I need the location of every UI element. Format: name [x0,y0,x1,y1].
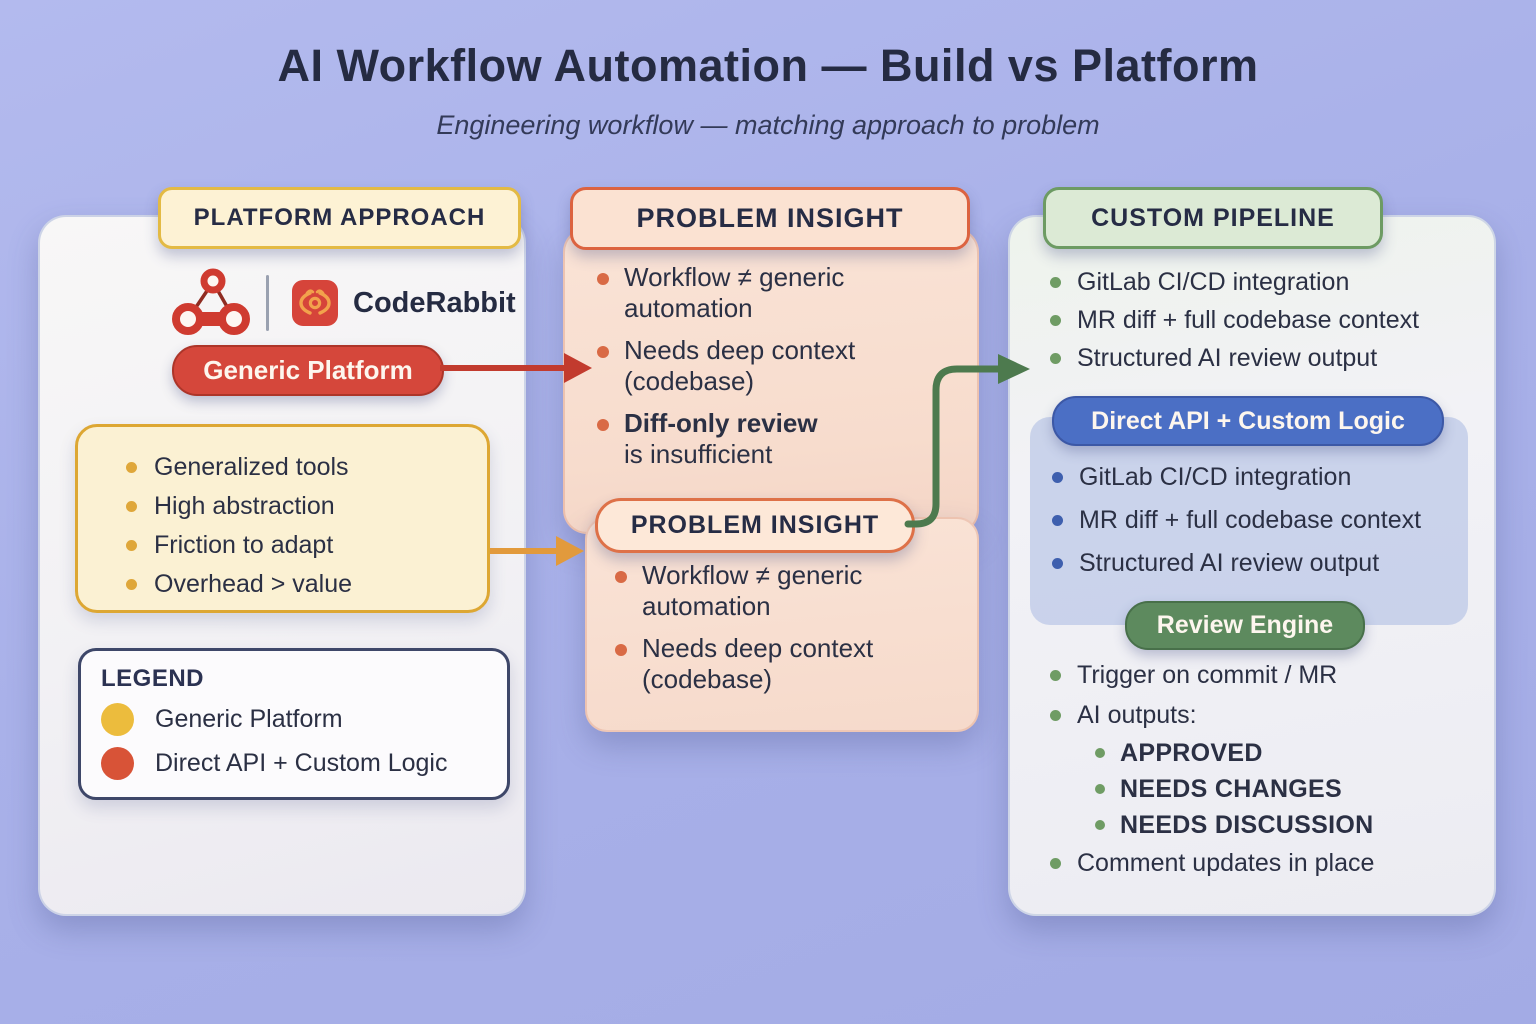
legend-swatch-red [101,747,134,780]
bullet-dot [597,419,609,431]
list-item: APPROVED [1095,735,1374,771]
legend-title: LEGEND [101,665,205,692]
list-item: Comment updates in place [1050,843,1374,883]
bullet-dot [126,462,137,473]
bullet-dot [1050,352,1061,364]
bullet-dot [1050,709,1061,721]
bullet-dot [1052,472,1063,483]
ai-outputs-sublist: APPROVED NEEDS CHANGES NEEDS DISCUSSION [1095,735,1374,843]
bullet-dot [1052,558,1063,569]
legend-item-generic-platform: Generic Platform [101,703,507,736]
list-item: GitLab CI/CD integration [1050,263,1419,301]
bullet-dot [126,540,137,551]
page-title: AI Workflow Automation — Build vs Platfo… [277,40,1259,91]
list-item: Structured AI review output [1050,339,1419,377]
platform-drawbacks-box: Generalized tools High abstraction Frict… [75,424,490,613]
list-item: Workflow ≠ generic automation [615,560,965,622]
list-item: Overhead > value [126,565,487,604]
coderabbit-icon [292,280,338,326]
bullet-dot [615,571,627,583]
direct-api-subpanel [1030,417,1468,625]
direct-api-list: GitLab CI/CD integration MR diff + full … [1052,456,1421,585]
bullet-dot [126,501,137,512]
bullet-dot [1050,669,1061,681]
review-engine-pill: Review Engine [1125,601,1365,650]
legend-box: LEGEND Generic Platform Direct API + Cus… [78,648,510,800]
bullet-dot [597,346,609,358]
bullet-dot [1050,857,1061,869]
list-item: Generalized tools [126,448,487,487]
generic-platform-pill: Generic Platform [172,345,444,396]
review-engine-list: Trigger on commit / MR AI outputs: APPRO… [1050,655,1374,883]
bullet-dot [1050,276,1061,288]
bullet-dot [1095,748,1105,758]
list-item: MR diff + full codebase context [1050,301,1419,339]
list-item: High abstraction [126,487,487,526]
direct-api-pill: Direct API + Custom Logic [1052,396,1444,446]
list-item: Needs deep context (codebase) [597,335,957,397]
list-item: Trigger on commit / MR [1050,655,1374,695]
logo-divider [266,275,269,331]
bullet-dot [615,644,627,656]
list-item: GitLab CI/CD integration [1052,456,1421,499]
platform-approach-header: PLATFORM APPROACH [158,187,521,249]
coderabbit-wordmark: CodeRabbit [353,286,516,319]
bullet-dot [1052,515,1063,526]
list-item: Diff-only review is insufficient [597,408,957,470]
bullet-dot [1095,784,1105,794]
list-item: Friction to adapt [126,526,487,565]
workflow-nodes-icon [172,268,250,335]
bullet-dot [1095,820,1105,830]
bullet-dot [1050,314,1061,326]
list-item: Needs deep context (codebase) [615,633,965,695]
list-item: Workflow ≠ generic automation [597,262,957,324]
problem-insight-header-bottom: PROBLEM INSIGHT [595,498,915,553]
orange-arrowhead-icon [556,536,584,566]
list-item: NEEDS DISCUSSION [1095,807,1374,843]
bullet-dot [126,579,137,590]
list-item: Structured AI review output [1052,542,1421,585]
list-item: MR diff + full codebase context [1052,499,1421,542]
pipeline-top-list: GitLab CI/CD integration MR diff + full … [1050,263,1419,377]
custom-pipeline-header: CUSTOM PIPELINE [1043,187,1383,249]
list-item: NEEDS CHANGES [1095,771,1374,807]
problem-insight-header-top: PROBLEM INSIGHT [570,187,970,250]
page-subtitle: Engineering workflow — matching approach… [436,110,1100,140]
logo-row: CodeRabbit [172,260,516,346]
problem-insight-top-list: Workflow ≠ generic automation Needs deep… [597,262,957,481]
bullet-dot [597,273,609,285]
legend-item-direct-api: Direct API + Custom Logic [101,747,507,780]
legend-swatch-yellow [101,703,134,736]
list-item: AI outputs: [1050,695,1374,735]
problem-insight-bottom-list: Workflow ≠ generic automation Needs deep… [615,560,965,706]
